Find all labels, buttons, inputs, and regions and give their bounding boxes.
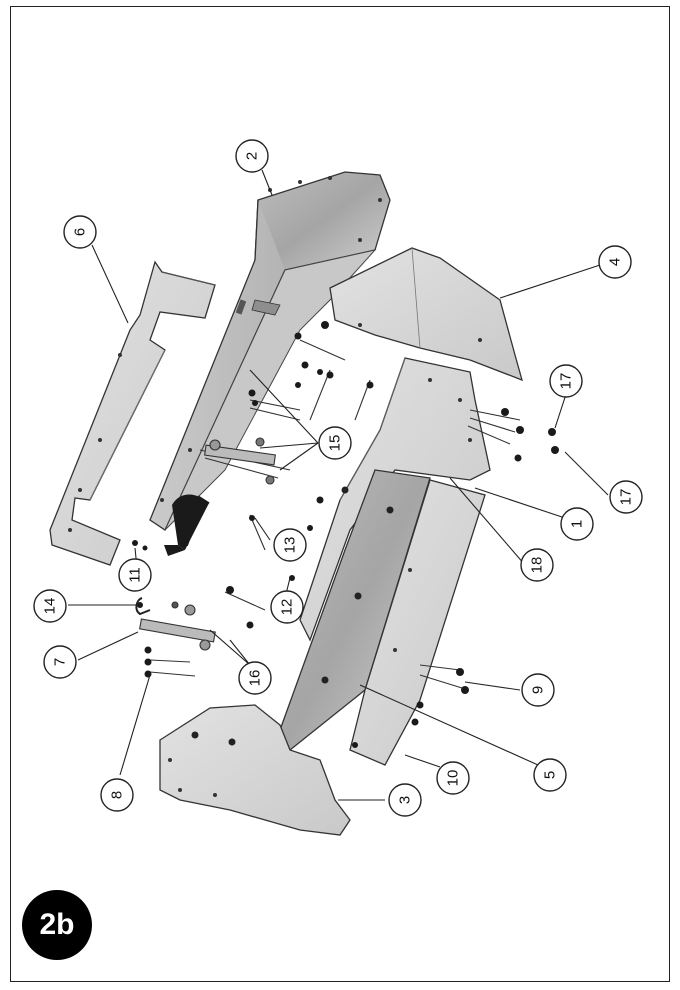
callout-circle: [63, 215, 97, 249]
callout-number: 8: [109, 791, 126, 799]
callout-circle: [43, 645, 77, 679]
callout-circle: [520, 548, 554, 582]
callout-number: 18: [529, 557, 546, 574]
callout-17b: 17: [609, 480, 643, 514]
callout-circle: [549, 364, 583, 398]
callout-number: 17: [618, 489, 635, 506]
callout-circle: [521, 673, 555, 707]
callout-number: 1: [569, 520, 586, 528]
callout-16: 16: [238, 661, 272, 695]
callout-12: 12: [270, 590, 304, 624]
callout-number: 9: [530, 686, 547, 694]
callout-circle: [436, 761, 470, 795]
callout-4: 4: [598, 245, 632, 279]
callout-number: 14: [42, 598, 59, 615]
callout-number: 4: [607, 258, 624, 266]
part-2-upper-panel: [149, 171, 391, 531]
callout-11: 11: [118, 558, 152, 592]
fasteners: [132, 321, 559, 748]
callout-circle: [273, 528, 307, 562]
callout-circle: [100, 778, 134, 812]
callout-14: 14: [33, 589, 67, 623]
callout-circle: [560, 507, 594, 541]
part-14-hook: [135, 597, 151, 616]
callout-9: 9: [521, 673, 555, 707]
part-6-bracket: [49, 260, 216, 566]
callout-number: 3: [397, 796, 414, 804]
callout-2: 2: [235, 139, 269, 173]
callout-circle: [270, 590, 304, 624]
callout-6: 6: [63, 215, 97, 249]
callout-10: 10: [436, 761, 470, 795]
callout-number: 15: [327, 435, 344, 452]
callout-circle: [33, 589, 67, 623]
callout-7: 7: [43, 645, 77, 679]
callout-number: 10: [445, 770, 462, 787]
callout-circle: [118, 558, 152, 592]
callout-circle: [238, 661, 272, 695]
callout-number: 6: [72, 228, 89, 236]
callout-3: 3: [388, 783, 422, 817]
part-3-end-panel: [159, 704, 351, 836]
callout-circle: [388, 783, 422, 817]
callout-1: 1: [560, 507, 594, 541]
callout-circle: [318, 426, 352, 460]
part-10-flat-panel: [349, 479, 486, 766]
part-handle: [164, 494, 210, 556]
callout-15: 15: [318, 426, 352, 460]
callout-18: 18: [520, 548, 554, 582]
callout-number: 17: [558, 373, 575, 390]
callout-circle: [598, 245, 632, 279]
hardware: [139, 339, 521, 689]
callout-13: 13: [273, 528, 307, 562]
callout-8: 8: [100, 778, 134, 812]
callout-number: 16: [247, 670, 264, 687]
callout-circle: [609, 480, 643, 514]
callout-number: 11: [127, 567, 144, 583]
part-4-side-panel: [329, 247, 523, 382]
callout-circle: [235, 139, 269, 173]
callout-number: 2: [244, 152, 261, 160]
callout-circle: [533, 758, 567, 792]
callout-17a: 17: [549, 364, 583, 398]
callout-number: 12: [279, 599, 296, 616]
callout-number: 5: [542, 771, 559, 779]
callout-number: 13: [282, 537, 299, 554]
callout-5: 5: [533, 758, 567, 792]
figure-badge: 2b: [22, 890, 92, 960]
callout-number: 7: [52, 658, 69, 666]
